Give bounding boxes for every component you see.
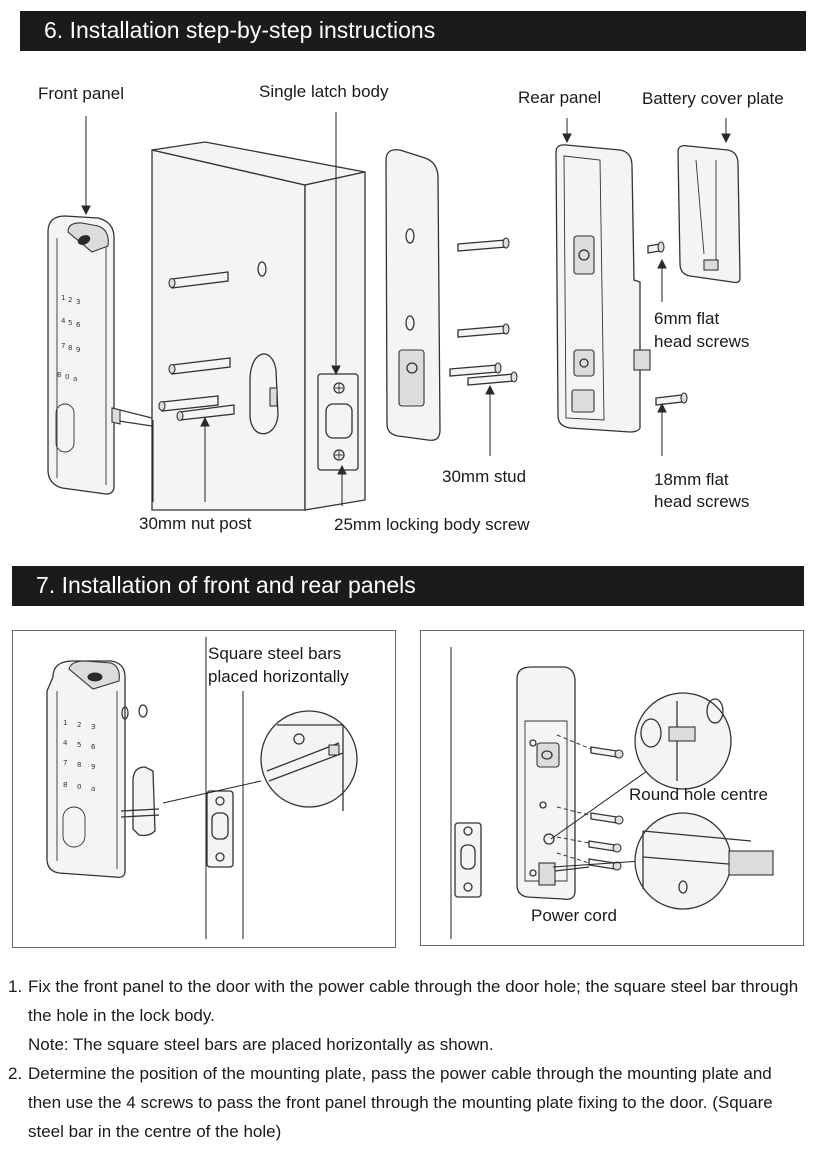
callout-30mm-stud: 30mm stud [442, 467, 527, 486]
callout-power-cord: Power cord [531, 906, 617, 925]
svg-text:5: 5 [77, 741, 81, 749]
callout-rear-panel: Rear panel [518, 88, 602, 107]
svg-text:1: 1 [61, 294, 65, 302]
instructions-list: 1. Fix the front panel to the door with … [8, 972, 808, 1146]
flat-head-screws [647, 241, 688, 406]
svg-text:0: 0 [77, 783, 81, 791]
callout-18mm-line2: head screws [654, 492, 750, 511]
leader-lines [81, 112, 731, 506]
section-7-title: 7. Installation of front and rear panels [36, 572, 416, 598]
mounting-plate [385, 149, 441, 441]
latch-plate [317, 373, 359, 471]
svg-text:3: 3 [76, 298, 80, 306]
callout-6mm-line1: 6mm flat [654, 309, 720, 328]
callout-18mm-line1: 18mm flat [654, 470, 729, 489]
svg-text:1: 1 [63, 719, 67, 727]
callout-round-hole-centre: Round hole centre [629, 785, 768, 804]
callout-square-steel-bars-line2: placed horizontally [208, 667, 349, 686]
thirty-mm-studs [449, 237, 518, 386]
callout-locking-body-screw: 25mm locking body screw [334, 515, 530, 534]
svg-text:8: 8 [63, 781, 67, 789]
svg-text:9: 9 [76, 346, 80, 354]
svg-text:4: 4 [63, 739, 68, 747]
rear-panel-device [555, 144, 651, 433]
step-1-number: 1. [8, 977, 23, 996]
svg-text:2: 2 [77, 721, 81, 729]
svg-text:a: a [91, 785, 95, 793]
rear-panel-install-art [450, 647, 774, 939]
svg-text:6: 6 [91, 743, 96, 751]
rear-panel-install-figure: Round hole centre Power cord [420, 630, 804, 946]
svg-text:8: 8 [68, 344, 72, 352]
instruction-step-1: 1. Fix the front panel to the door with … [8, 972, 808, 1030]
section-7-header: 7. Installation of front and rear panels [12, 566, 804, 606]
step-1-note: Note: The square steel bars are placed h… [28, 1035, 494, 1054]
svg-text:9: 9 [91, 763, 95, 771]
svg-text:6: 6 [76, 321, 81, 329]
svg-text:0: 0 [65, 373, 69, 381]
svg-text:8: 8 [77, 761, 81, 769]
front-panel-install-art: 1 2 3 4 5 6 7 8 9 8 0 a [46, 637, 358, 939]
svg-text:a: a [73, 375, 77, 383]
nut-post-pins [158, 271, 235, 422]
svg-text:2: 2 [68, 296, 72, 304]
section-6-header: 6. Installation step-by-step instruction… [20, 11, 806, 51]
callout-front-panel: Front panel [38, 84, 124, 103]
step-1-text: Fix the front panel to the door with the… [28, 977, 799, 1025]
svg-text:8: 8 [57, 371, 61, 379]
step-2-number: 2. [8, 1064, 23, 1083]
callout-battery-cover-plate: Battery cover plate [642, 89, 784, 108]
front-panel-install-figure: 1 2 3 4 5 6 7 8 9 8 0 a Square steel bars placed… [12, 630, 396, 948]
svg-text:7: 7 [63, 759, 67, 767]
instruction-step-2: 2. Determine the position of the mountin… [8, 1059, 808, 1146]
svg-text:3: 3 [91, 723, 95, 731]
section-6-title: 6. Installation step-by-step instruction… [44, 17, 436, 43]
callout-square-steel-bars-line1: Square steel bars [208, 644, 342, 663]
svg-text:5: 5 [68, 319, 72, 327]
battery-cover-device [677, 144, 741, 284]
svg-text:4: 4 [61, 317, 66, 325]
callout-6mm-line2: head screws [654, 332, 750, 351]
svg-text:7: 7 [61, 342, 65, 350]
callout-30mm-nut-post: 30mm nut post [139, 514, 252, 533]
callout-single-latch-body: Single latch body [259, 82, 389, 101]
step-2-text: Determine the position of the mounting p… [28, 1064, 773, 1141]
